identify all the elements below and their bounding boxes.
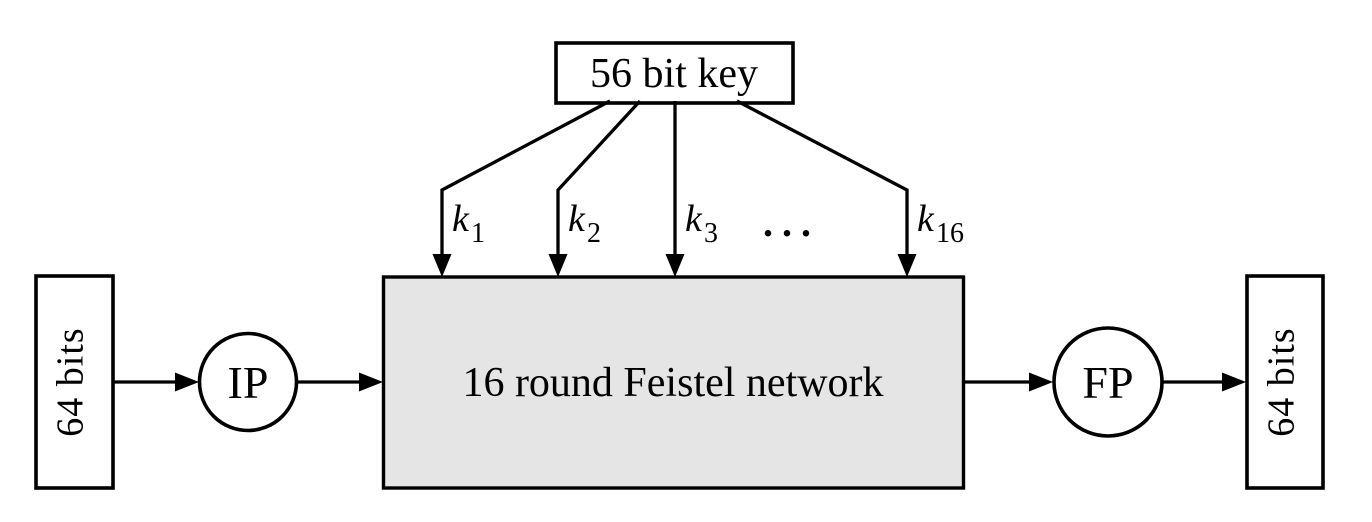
arrowhead-k3-icon [665, 254, 685, 277]
fp-node-label: FP [1082, 357, 1133, 408]
arrowhead-feistel-fp-icon [1029, 372, 1053, 392]
key-box [554, 41, 795, 105]
subkey-k2-sub: 2 [587, 218, 601, 249]
feistel-box-label: 16 round Feistel network [462, 360, 883, 406]
subkey-k3-base: k [685, 198, 703, 240]
subkey-label-k1: k 1 [452, 198, 485, 249]
key-box-label: 56 bit key [590, 51, 758, 97]
subkey-label-k16: k 16 [917, 198, 964, 249]
arrowhead-k16-icon [897, 254, 917, 277]
subkey-k1-base: k [452, 198, 470, 240]
subkey-k1-sub: 1 [471, 218, 485, 249]
subkey-k16-base: k [917, 198, 935, 240]
subkey-ellipsis: ... [763, 200, 820, 245]
subkey-k3-sub: 3 [704, 218, 718, 249]
arrowhead-k2-icon [548, 254, 568, 277]
ip-node-label: IP [228, 357, 269, 408]
arrowhead-input-ip-icon [175, 372, 199, 392]
subkey-arrow-k2 [556, 99, 642, 256]
arrowhead-fp-output-icon [1222, 372, 1246, 392]
output-box [1245, 274, 1325, 490]
subkey-label-k3: k 3 [685, 198, 718, 249]
subkey-k16-sub: 16 [936, 218, 964, 249]
arrowhead-k1-icon [432, 254, 452, 277]
output-box-label: 64 bits [1261, 327, 1303, 436]
arrowhead-ip-feistel-icon [359, 372, 383, 392]
subkey-arrow-k1 [440, 99, 611, 256]
input-box-label: 64 bits [50, 327, 92, 436]
subkey-k2-base: k [568, 198, 586, 240]
subkey-label-k2: k 2 [568, 198, 601, 249]
subkey-arrow-k16 [736, 99, 909, 256]
key-schedule-group: 56 bit key k 1 k 2 k 3 [432, 41, 964, 277]
feistel-box [381, 275, 966, 490]
input-box [34, 274, 115, 490]
